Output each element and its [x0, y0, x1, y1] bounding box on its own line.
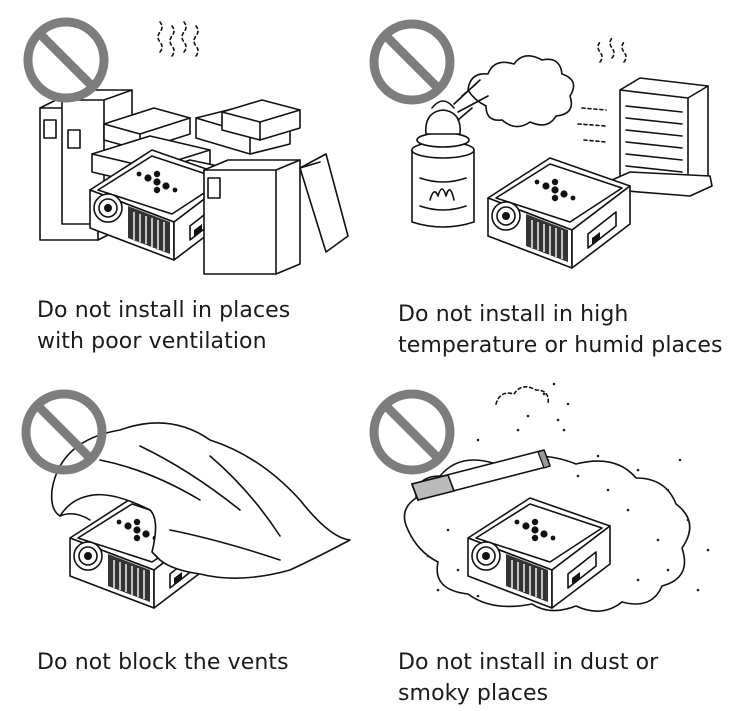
projector-among-boxes-icon — [0, 0, 349, 275]
caption-line-1: Do not install in places — [37, 298, 291, 323]
prohibited-sign-icon — [374, 24, 450, 100]
caption-line-1: Do not install in high — [398, 302, 629, 327]
projector-near-heater-and-kettle-icon — [368, 0, 713, 269]
warning-panel-ventilation: Do not install in places with poor venti… — [0, 0, 368, 360]
caption-line-2: with poor ventilation — [37, 329, 267, 354]
prohibited-sign-icon — [374, 394, 450, 470]
prohibited-sign-icon — [28, 22, 104, 98]
warning-panel-dust-smoke: Do not install in dust or smoky places — [368, 360, 737, 711]
caption-line-1: Do not install in dust or — [398, 650, 659, 675]
caption-line-2: temperature or humid places — [398, 333, 723, 358]
warning-caption: Do not install in places with poor venti… — [37, 295, 290, 357]
warning-caption: Do not install in high temperature or hu… — [398, 299, 723, 361]
warning-panel-block-vents: Do not block the vents — [0, 360, 368, 711]
caption-line-2: smoky places — [398, 681, 549, 706]
warning-panel-temperature-humidity: Do not install in high temperature or hu… — [368, 0, 737, 360]
caption-line-1: Do not block the vents — [37, 650, 289, 675]
warning-caption: Do not install in dust or smoky places — [398, 647, 658, 709]
warning-caption: Do not block the vents — [37, 647, 289, 678]
projector-in-smoke-icon — [368, 382, 710, 612]
projector-under-cloth-icon — [0, 360, 351, 609]
